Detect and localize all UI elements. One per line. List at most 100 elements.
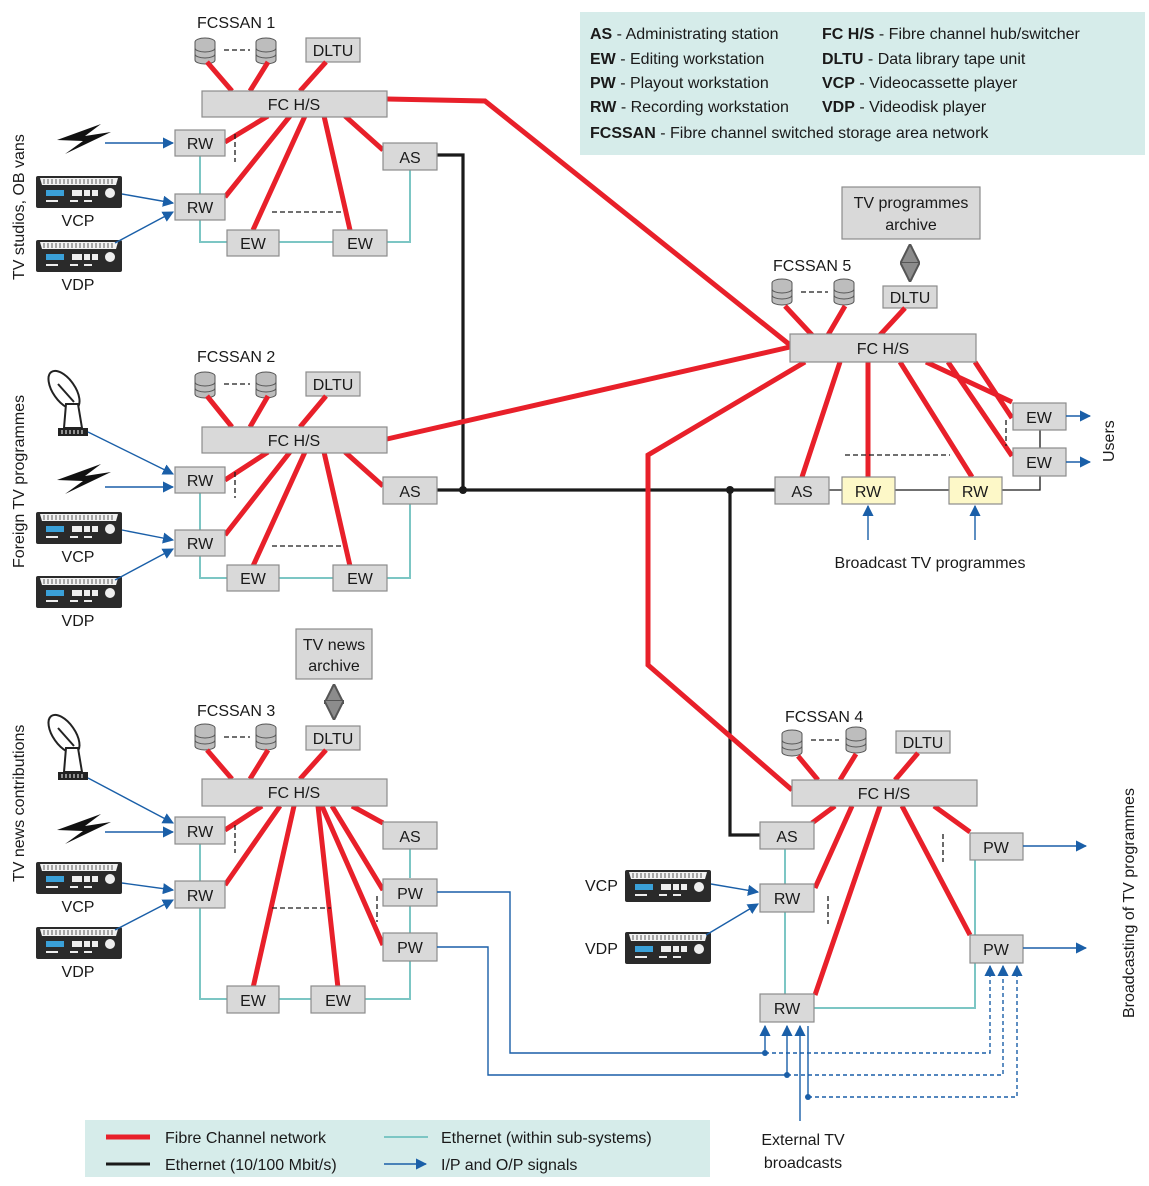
- ew-box: [1012, 402, 1067, 431]
- external-tv-label: broadcasts: [764, 1155, 842, 1172]
- signal-arrow: [114, 211, 174, 244]
- subsystem-fcssan4: FCSSAN 4 DLTU FC H/S AS RW RW PW PW VCP …: [437, 709, 1088, 1172]
- storage-disk-icon: [255, 723, 277, 751]
- fc-hub-box: [791, 779, 978, 807]
- dltu-box: [305, 371, 361, 397]
- as-label: AS: [399, 150, 420, 167]
- vcp-device-icon: [624, 869, 712, 903]
- dashed-signal: [787, 964, 1009, 1076]
- dashed-signal: [808, 964, 1023, 1098]
- fibre-links: [205, 394, 328, 429]
- dashed-signal: [765, 964, 996, 1054]
- legend-fibre-label: Fibre Channel network: [165, 1130, 327, 1147]
- fc-hub-box: [789, 333, 977, 363]
- fibre-links: [783, 304, 907, 337]
- rw-box: [174, 529, 226, 557]
- ew-box: [310, 985, 366, 1014]
- fibre-links: [799, 359, 1015, 479]
- rw-box: [174, 880, 226, 909]
- ew-label: EW: [1026, 410, 1053, 427]
- fc-hub-label: FC H/S: [268, 97, 320, 114]
- signal-arrow: [87, 777, 174, 824]
- rw-label: RW: [187, 824, 214, 841]
- vcp-label: VCP: [62, 213, 95, 230]
- rw-box: [759, 883, 815, 913]
- signal-feed: [437, 946, 793, 1076]
- signal-arrow: [87, 431, 175, 475]
- dltu-box: [895, 730, 951, 754]
- pw-label: PW: [983, 942, 1010, 959]
- vdp-label: VDP: [62, 613, 95, 630]
- side-label-broadcasting: Broadcasting of TV programmes: [1121, 788, 1138, 1018]
- fc-hub-box: [201, 778, 388, 807]
- vcp-device-icon: [35, 511, 123, 545]
- broadcast-tv-programmes-label: Broadcast TV programmes: [835, 555, 1026, 572]
- ethernet-backbone: [437, 153, 775, 837]
- tv-programmes-archive-label: TV programmes: [854, 195, 969, 212]
- legend-vcp: VCP - Videocassette player: [822, 75, 1018, 92]
- fcssan5-label: FCSSAN 5: [773, 258, 851, 275]
- dltu-box: [305, 37, 361, 63]
- rw-box: [174, 193, 226, 221]
- vdp-device-icon: [35, 575, 123, 609]
- as-label: AS: [791, 484, 812, 501]
- ew-label: EW: [240, 571, 267, 588]
- rw-label: RW: [187, 200, 214, 217]
- legend-fcssan: FCSSAN - Fibre channel switched storage …: [590, 125, 989, 142]
- fibre-links: [205, 748, 328, 781]
- as-box: [382, 142, 438, 171]
- dltu-label: DLTU: [313, 731, 354, 748]
- fc-hub-label: FC H/S: [268, 433, 320, 450]
- fcssan2-label: FCSSAN 2: [197, 349, 275, 366]
- rw-box: [174, 466, 226, 494]
- ethernet-sub: [199, 156, 411, 243]
- legend-vdp: VDP - Videodisk player: [822, 99, 987, 116]
- fc-hub-box: [201, 426, 388, 454]
- ew-label: EW: [240, 993, 267, 1010]
- vdp-label: VDP: [62, 964, 95, 981]
- side-label-news: TV news contributions: [11, 725, 28, 882]
- ew-box: [226, 564, 280, 592]
- legend-dltu: DLTU - Data library tape unit: [822, 51, 1026, 68]
- rw-label: RW: [187, 473, 214, 490]
- dltu-box: [882, 285, 938, 309]
- fcssan1-label: FCSSAN 1: [197, 15, 275, 32]
- fibre-links: [223, 113, 385, 232]
- storage-disk-icon: [833, 278, 855, 306]
- pw-label: PW: [397, 940, 424, 957]
- fcssan4-label: FCSSAN 4: [785, 709, 863, 726]
- dltu-box: [305, 725, 361, 751]
- pw-label: PW: [397, 886, 424, 903]
- storage-disk-icon: [194, 723, 216, 751]
- storage-disk-icon: [255, 37, 277, 65]
- as-label: AS: [399, 484, 420, 501]
- signal-arrow: [121, 882, 175, 895]
- legend-ethernet-label: Ethernet (10/100 Mbit/s): [165, 1157, 337, 1174]
- rw-box-highlight: [841, 476, 896, 505]
- dltu-label: DLTU: [890, 290, 931, 307]
- satellite-dish-icon: [41, 708, 89, 781]
- subsystem-fcssan2: FCSSAN 2 DLTU FC H/S RW RW EW EW AS VCP …: [35, 349, 438, 630]
- tv-programmes-archive-box: [841, 186, 981, 240]
- ew-box: [226, 229, 280, 257]
- rw-label: RW: [187, 888, 214, 905]
- radio-link-icon: [57, 124, 111, 154]
- legend-as: AS - Administrating station: [590, 26, 779, 43]
- rw-label: RW: [774, 1001, 801, 1018]
- dltu-label: DLTU: [903, 735, 944, 752]
- rw-label: RW: [855, 484, 882, 501]
- side-label-foreign: Foreign TV programmes: [11, 395, 28, 568]
- pw-label: PW: [983, 840, 1010, 857]
- junction-dot: [459, 486, 467, 494]
- vcp-device-icon: [35, 861, 123, 895]
- radio-link-icon: [57, 814, 111, 844]
- tv-news-archive-label: archive: [308, 658, 360, 675]
- ethernet-sub: [784, 849, 976, 1009]
- subsystem-fcssan5: TV programmes archive FCSSAN 5 DLTU FC H…: [771, 186, 1092, 572]
- fibre-links: [205, 60, 328, 93]
- fc-hub-label: FC H/S: [858, 786, 910, 803]
- signal-arrow: [114, 899, 174, 931]
- subsystem-fcssan3: TV news archive FCSSAN 3 DLTU FC H/S RW …: [35, 628, 438, 1014]
- as-box: [382, 476, 438, 505]
- ethernet-sub: [199, 493, 411, 579]
